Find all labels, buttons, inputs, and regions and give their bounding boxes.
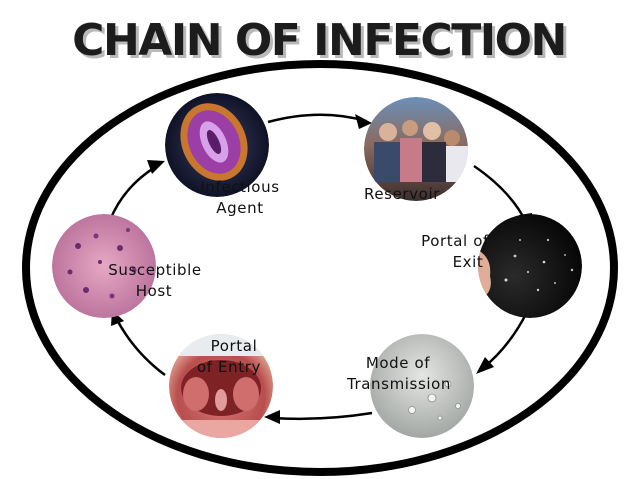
arrow-entry-to-host [114, 317, 166, 377]
label-portal-of-exit-line1: Portal of [421, 232, 489, 250]
sneeze-image [478, 214, 582, 318]
label-mode-of-transmission-line1: Mode of [366, 354, 430, 372]
label-infectious-agent-line2: Agent [216, 199, 263, 217]
label-mode-of-transmission-line2: Transmission [346, 375, 451, 393]
node-infectious-agent: Infectious Agent [165, 93, 279, 217]
crowd-image [364, 97, 468, 201]
arrowhead-exit-to-transmission [476, 357, 494, 374]
droplets-image [370, 334, 474, 438]
label-portal-of-entry-line1: Portal [211, 337, 258, 355]
node-reservoir: Reservoir [364, 97, 468, 203]
label-reservoir: Reservoir [364, 185, 440, 203]
tissue-image [52, 214, 156, 318]
title-text: CHAIN OF INFECTION [72, 15, 566, 66]
arrow-transmission-to-entry [271, 411, 373, 421]
node-susceptible-host: Susceptible Host [52, 214, 201, 318]
arrowhead-agent-to-reservoir [355, 114, 372, 129]
outer-ring [22, 60, 618, 476]
title: CHAIN OF INFECTION CHAIN OF INFECTION [72, 15, 570, 69]
arrowhead-host-to-agent [147, 160, 165, 174]
node-mode-of-transmission: Mode of Transmission [346, 334, 474, 438]
label-infectious-agent-line1: Infectious [200, 178, 279, 196]
virus-image [165, 93, 269, 197]
label-susceptible-host-line1: Susceptible [108, 261, 201, 279]
label-portal-of-exit-line2: Exit [453, 253, 484, 271]
label-susceptible-host-line2: Host [136, 282, 173, 300]
arrow-agent-to-reservoir [267, 113, 367, 124]
arrowhead-transmission-to-entry [264, 410, 280, 424]
label-portal-of-entry-line2: of Entry [197, 358, 261, 376]
